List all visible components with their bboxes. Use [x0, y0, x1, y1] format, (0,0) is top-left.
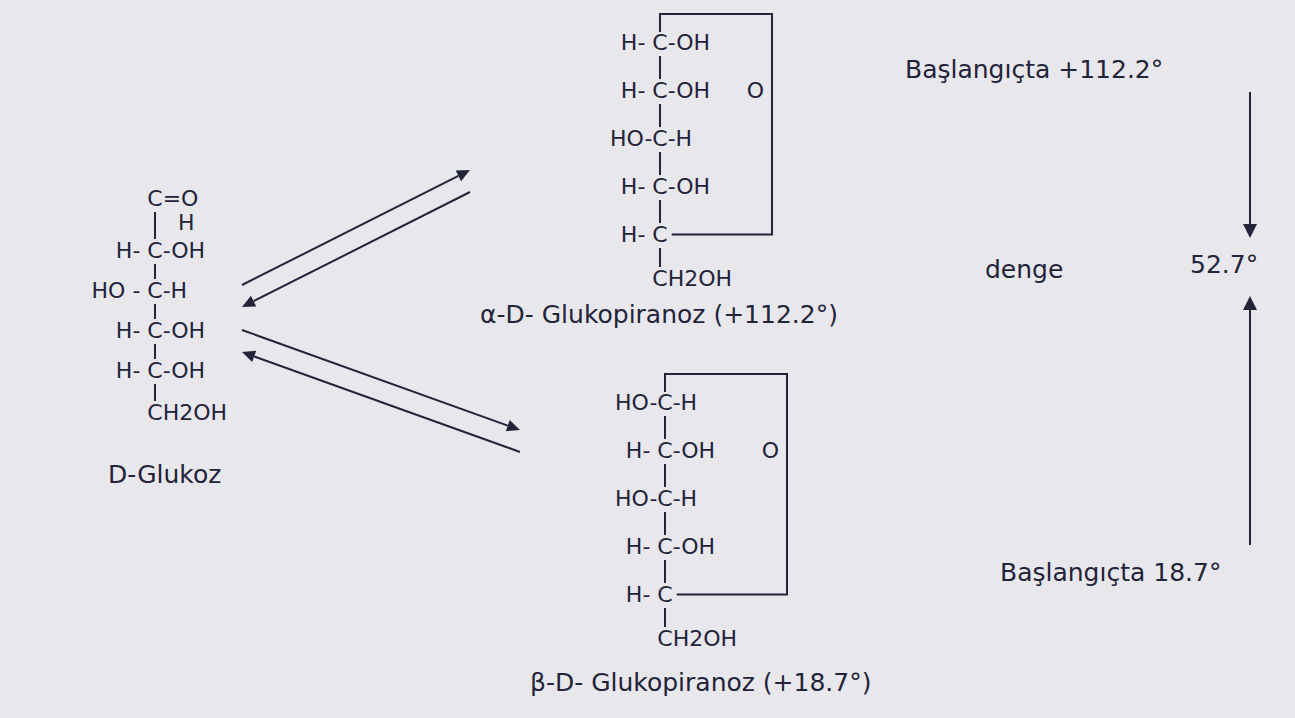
equilibrium-arrow	[242, 192, 470, 307]
bond-line	[664, 608, 666, 627]
arrow-head	[242, 296, 256, 307]
compound-name: α-D- Glukopiranoz (+112.2°)	[480, 300, 838, 330]
atom-label: O	[747, 78, 764, 104]
formula-line: HO-C-H	[615, 390, 697, 416]
bond-line	[659, 104, 661, 127]
down-arrow-head	[1243, 224, 1257, 238]
bond-line	[659, 152, 661, 175]
atom-label: H	[178, 210, 195, 236]
formula-line: CH2OH	[652, 266, 732, 292]
formula-line: H- C-OH	[626, 534, 715, 560]
compound-name: D-Glukoz	[108, 460, 221, 490]
bond-line	[154, 304, 156, 319]
bond-line	[664, 512, 666, 535]
bond-line	[154, 264, 156, 279]
down-arrow-line	[1249, 92, 1251, 226]
formula-line: HO-C-H	[615, 486, 697, 512]
arrow-line	[254, 356, 520, 452]
equilibrium-arrow	[242, 330, 520, 431]
formula-line: HO-C-H	[610, 126, 692, 152]
arrow-head	[506, 420, 520, 431]
bond-line	[154, 384, 156, 401]
rotation-label: Başlangıçta 18.7°	[1000, 558, 1221, 588]
formula-line: H- C-OH	[621, 78, 710, 104]
formula-line: HO - C-H	[92, 278, 188, 304]
rotation-label: 52.7°	[1190, 250, 1258, 280]
bond-line	[659, 248, 661, 267]
formula-line: H- C-OH	[621, 30, 710, 56]
formula-line: H- C	[621, 222, 668, 248]
arrow-line	[242, 330, 508, 426]
arrow-head	[456, 170, 470, 181]
formula-line: H- C	[626, 582, 673, 608]
fischer-projection: C=OHH- C-OHHO - C-HH- C-OHH- C-OHCH2OHD-…	[30, 178, 242, 500]
formula-line: H- C-OH	[116, 358, 205, 384]
formula-line: CH2OH	[657, 626, 737, 652]
bond-line	[659, 56, 661, 79]
bond-line	[154, 212, 156, 239]
formula-line: H- C-OH	[116, 318, 205, 344]
rotation-label: denge	[985, 255, 1063, 285]
formula-line: H- C-OH	[116, 238, 205, 264]
equilibrium-arrow	[242, 351, 520, 452]
up-arrow-head	[1243, 296, 1257, 310]
formula-line: H- C-OH	[621, 174, 710, 200]
arrow-head	[242, 351, 256, 362]
arrow-line	[254, 192, 470, 301]
atom-label: O	[762, 438, 779, 464]
bond-line	[154, 344, 156, 359]
formula-line: CH2OH	[147, 400, 227, 426]
ring-structure: H- C-OH H- C-OH HO-C-H H- C-OH H- C CH2OH Oα-D…	[470, 0, 852, 340]
ring-structure: HO-C-H H- C-OH HO-C-H H- C-OH H- C CH2OH Oβ-D-…	[520, 370, 886, 708]
bond-line	[664, 560, 666, 583]
rotation-label: Başlangıçta +112.2°	[905, 55, 1163, 85]
bond-line	[664, 464, 666, 487]
compound-name: β-D- Glukopiranoz (+18.7°)	[530, 668, 871, 698]
equilibrium-arrow	[242, 170, 470, 285]
formula-line: H- C-OH	[626, 438, 715, 464]
up-arrow-line	[1249, 308, 1251, 545]
bond-line	[664, 416, 666, 439]
formula-line: C=O	[147, 186, 198, 212]
bond-line	[659, 200, 661, 223]
arrow-line	[242, 176, 458, 285]
